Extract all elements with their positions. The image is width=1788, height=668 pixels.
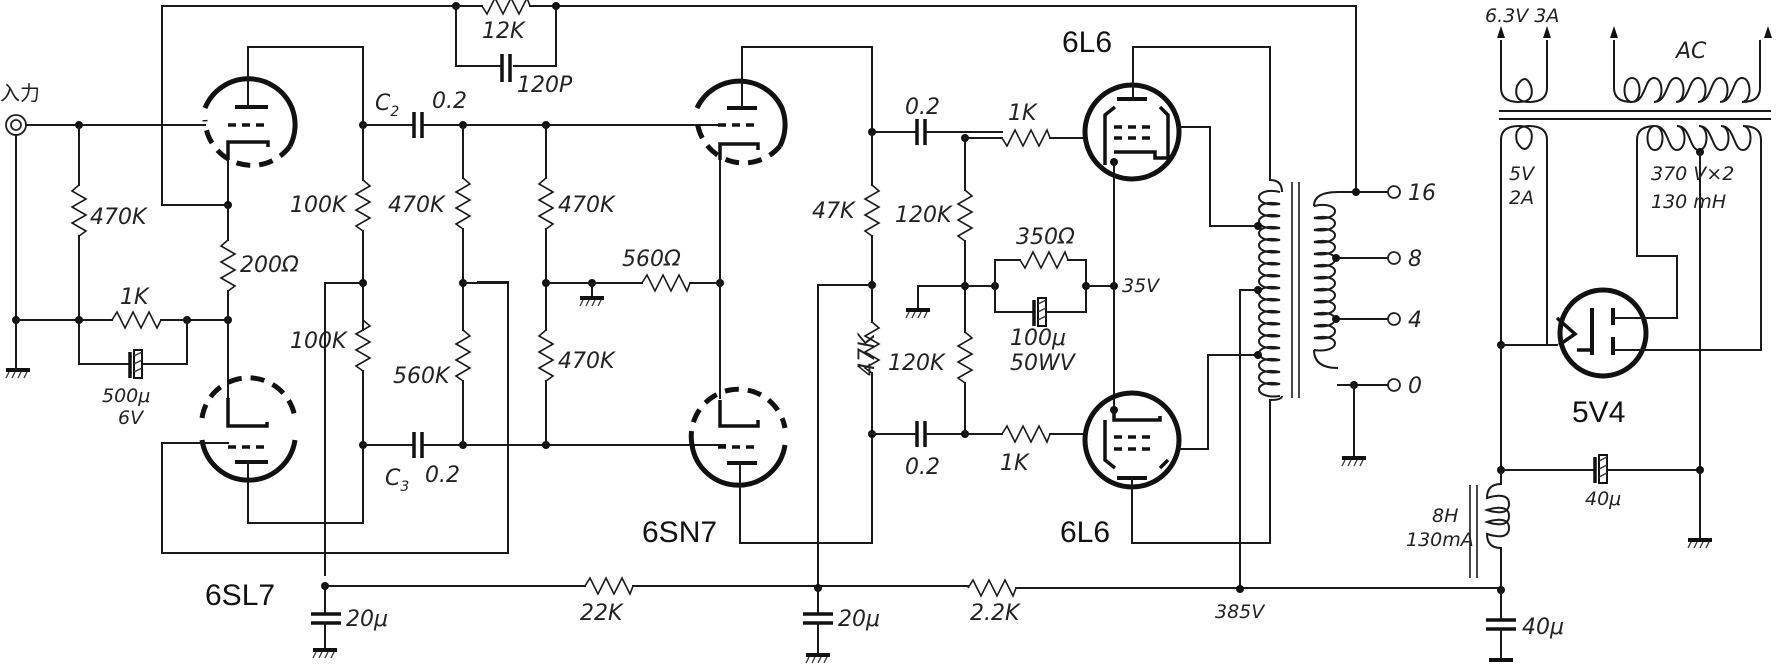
label-r-cathode-6l6: 350Ω	[1016, 225, 1075, 250]
label-r-decouple-1: 22K	[580, 601, 624, 626]
tube-5v4	[1555, 287, 1649, 379]
resistor-decouple-22k	[584, 576, 634, 596]
output-transformer	[1258, 179, 1339, 401]
resistor-cathode-6l6	[1019, 250, 1069, 270]
resistor-plate-v2a	[863, 184, 881, 237]
resistor-grid-input	[70, 184, 88, 237]
ground-symbol	[805, 653, 830, 664]
resistor-stopper-bottom	[1001, 424, 1051, 444]
label-c-filter-1: 40μ	[1585, 488, 1621, 510]
label-c-cathode-v1: 500μ	[102, 385, 150, 407]
label-r-cathode-v2: 560Ω	[622, 247, 681, 272]
ground-symbol	[1341, 456, 1366, 467]
label-c-cathode-v1-voltage: 6V	[118, 407, 145, 429]
resistor-plate-v1b	[354, 319, 372, 372]
label-rect-heater-a: 2A	[1509, 187, 1534, 209]
label-hv-current: 130 mH	[1651, 191, 1726, 213]
ground-symbol	[5, 368, 30, 379]
resistor-grid-v2-top	[537, 177, 555, 230]
label-hv-voltage: 370 V×2	[1651, 163, 1734, 185]
resistor-grid-v1b-top	[454, 177, 472, 230]
label-r-grid-v2-top: 470K	[558, 193, 616, 218]
label-v-b-plus: 385V	[1215, 601, 1266, 623]
output-tap-16[interactable]: 16	[1408, 181, 1436, 206]
resistor-feedback	[481, 0, 531, 16]
label-tube-6sl7: 6SL7	[205, 579, 275, 612]
label-r-grid-v1b-bottom: 560K	[393, 364, 451, 389]
label-tube-6sn7: 6SN7	[642, 516, 717, 549]
label-r-feedback: 12K	[482, 19, 526, 44]
ground-symbol	[905, 308, 930, 319]
label-r-decouple-2: 2.2K	[970, 601, 1021, 626]
label-c3-value: 0.2	[425, 463, 460, 488]
label-c-coupling-top: 0.2	[905, 95, 940, 120]
label-c-decouple-2: 20μ	[838, 607, 880, 632]
label-choke-inductance: 8H	[1432, 505, 1458, 527]
resistor-cathode-v1	[219, 239, 237, 292]
resistor-cathode-v2	[641, 273, 691, 293]
label-r-plate-v1a: 100K	[290, 193, 348, 218]
ground-symbol	[1687, 538, 1712, 549]
label-c2-value: 0.2	[432, 89, 467, 114]
label-rect-heater-v: 5V	[1509, 163, 1536, 185]
label-c2: C2	[375, 91, 399, 120]
tube-6l6-bottom	[1082, 390, 1182, 490]
label-r-grid-v1b-top: 470K	[388, 193, 446, 218]
ground-symbol	[579, 296, 604, 307]
label-r-grid-6l6-top: 120K	[895, 203, 953, 228]
resistor-cathode-bias	[111, 310, 162, 330]
resistor-grid-6l6-top	[956, 189, 974, 242]
input-jack[interactable]	[5, 114, 27, 136]
label-c-filter-2: 40μ	[1522, 615, 1564, 640]
label-tube-6l6-bottom: 6L6	[1060, 516, 1110, 549]
label-c-cathode-6l6: 100μ	[1010, 326, 1066, 351]
label-tube-5v4: 5V4	[1572, 396, 1625, 429]
label-r-plate-v2a: 47K	[812, 199, 856, 224]
label-c-feedback: 120P	[517, 73, 573, 98]
resistor-grid-v2-bottom	[537, 329, 555, 382]
output-tap-4[interactable]: 4	[1408, 308, 1422, 333]
label-choke-current: 130mA	[1406, 529, 1474, 551]
ground-symbol	[312, 648, 337, 659]
tube-6sn7-a	[694, 78, 788, 166]
resistor-plate-v1a	[354, 179, 372, 232]
tube-6sl7-a	[202, 76, 298, 168]
resistor-plate-v2b	[863, 321, 881, 374]
label-heater: 6.3V 3A	[1485, 5, 1559, 27]
input-label: 入力	[0, 81, 40, 105]
resistor-grid-6l6-bottom	[956, 331, 974, 384]
label-c-decouple-1: 20μ	[346, 607, 388, 632]
label-r-plate-v2b: 47K	[855, 332, 880, 376]
resistor-decouple-2-2k	[967, 578, 1017, 598]
label-v-cathode-6l6: 35V	[1122, 275, 1161, 297]
tube-6sn7-b	[688, 386, 788, 488]
label-c3: C3	[385, 466, 409, 495]
label-r-grid-v2-bottom: 470K	[558, 349, 616, 374]
ac-primary-winding	[1610, 26, 1772, 103]
label-c-coupling-bottom: 0.2	[905, 455, 940, 480]
rectifier-heater-winding	[1500, 124, 1548, 345]
resistor-grid-v1b-bottom	[454, 329, 472, 382]
heater-winding	[1497, 26, 1551, 104]
label-r-stopper-top: 1K	[1008, 101, 1038, 126]
label-r-cathode-v1: 200Ω	[240, 253, 299, 278]
label-r-grid-6l6-bottom: 120K	[888, 351, 946, 376]
label-r-grid-input: 470K	[90, 205, 148, 230]
output-tap-8[interactable]: 8	[1408, 247, 1422, 272]
filter-choke	[1469, 470, 1511, 590]
label-ac-primary: AC	[1674, 39, 1707, 64]
label-r-stopper-bottom: 1K	[1000, 451, 1030, 476]
label-c-cathode-6l6-voltage: 50WV	[1010, 351, 1077, 376]
label-r-cathode-bias: 1K	[120, 285, 150, 310]
resistor-stopper-top	[1001, 128, 1051, 148]
output-tap-0[interactable]: 0	[1408, 374, 1422, 399]
label-r-plate-v1b: 100K	[290, 329, 348, 354]
label-tube-6l6-top: 6L6	[1062, 26, 1112, 59]
